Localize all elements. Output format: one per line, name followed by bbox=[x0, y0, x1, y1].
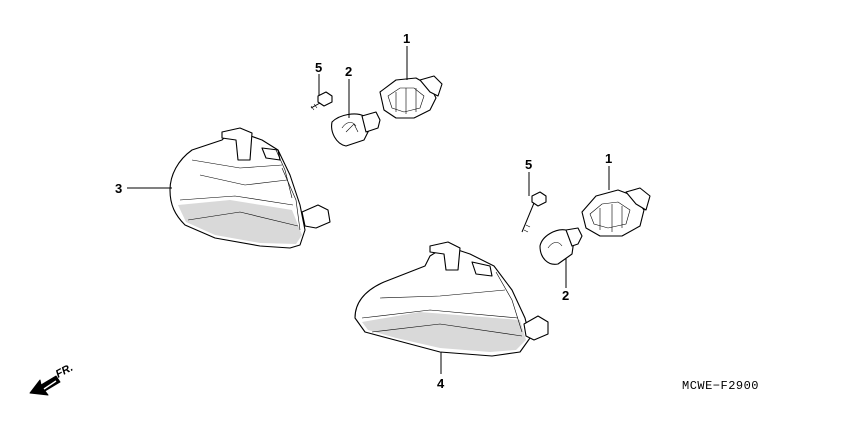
leader-lines bbox=[127, 46, 610, 374]
screw-upper bbox=[310, 91, 333, 111]
bulb-lower bbox=[539, 227, 583, 265]
lens-housing-left bbox=[169, 127, 331, 249]
callout-1-lower: 1 bbox=[605, 151, 612, 166]
front-arrow-icon bbox=[29, 375, 61, 396]
callout-2-upper: 2 bbox=[345, 64, 352, 79]
callout-5-upper: 5 bbox=[315, 60, 322, 75]
screw-lower bbox=[521, 191, 547, 233]
callout-4: 4 bbox=[437, 376, 445, 391]
callout-3: 3 bbox=[115, 181, 122, 196]
callout-2-lower: 2 bbox=[562, 288, 569, 303]
socket-upper bbox=[379, 75, 443, 119]
diagram-code: MCWE−F2900 bbox=[682, 379, 759, 393]
direction-label: FR. bbox=[54, 362, 75, 381]
socket-lower bbox=[581, 187, 651, 237]
lens-housing-right bbox=[354, 241, 549, 357]
bulb-upper bbox=[331, 111, 381, 147]
callout-1-upper: 1 bbox=[403, 31, 410, 46]
callout-5-lower: 5 bbox=[525, 157, 532, 172]
